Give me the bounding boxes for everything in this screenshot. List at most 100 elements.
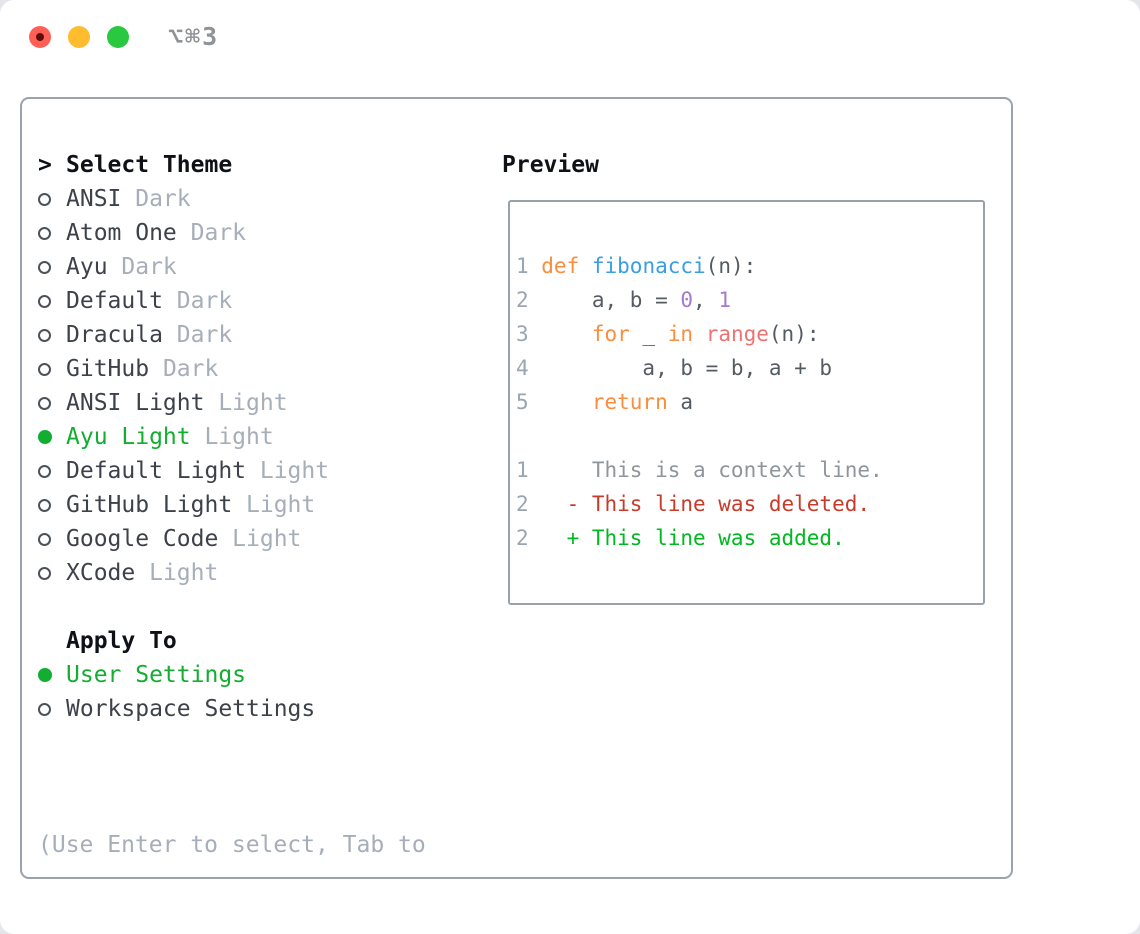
code-token: in: [667, 322, 694, 346]
line-number: 1: [516, 254, 529, 278]
code-token: [579, 254, 592, 278]
radio-icon: [38, 532, 51, 546]
radio-icon: [38, 362, 51, 376]
theme-option-ayu-light[interactable]: Ayu Light Light: [38, 420, 488, 454]
line-number: 4: [516, 356, 529, 380]
code-line: [516, 419, 977, 453]
preview-title: Preview: [502, 152, 599, 178]
option-variant-label: Light: [204, 424, 274, 450]
minimize-button[interactable]: [68, 26, 90, 48]
theme-option-ansi-light[interactable]: ANSI Light Light: [38, 386, 488, 420]
theme-option-github-light[interactable]: GitHub Light Light: [38, 488, 488, 522]
theme-option-default-light[interactable]: Default Light Light: [38, 454, 488, 488]
code-token: a, b =: [541, 288, 681, 312]
radio-icon: [38, 464, 51, 478]
option-variant-label: Dark: [176, 322, 233, 348]
line-number: 5: [516, 390, 529, 414]
theme-option-xcode[interactable]: XCode Light: [38, 556, 488, 590]
radio-icon: [38, 566, 51, 580]
code-token: 1: [718, 288, 731, 312]
option-variant-label: Light: [246, 492, 316, 518]
option-variant-label: Dark: [121, 254, 177, 280]
prompt-cursor-icon: >: [38, 152, 52, 178]
option-variant-label: Dark: [162, 356, 219, 382]
code-token: for: [591, 322, 630, 346]
option-variant-label: Light: [259, 458, 330, 484]
code-token: - This line was deleted.: [541, 492, 871, 516]
radio-icon: [38, 192, 51, 206]
code-token: fibonacci: [591, 254, 706, 278]
close-dot-icon: [36, 33, 44, 41]
hint-text: (Use Enter to select, Tab to change focu…: [38, 760, 488, 934]
line-number: 2: [516, 526, 529, 550]
option-label: ANSI Light: [66, 390, 205, 416]
code-token: + This line was added.: [541, 526, 845, 550]
code-token: _: [629, 322, 668, 346]
line-number: 1: [516, 458, 529, 482]
apply-to-header-row: Apply To: [38, 624, 488, 658]
apply-option-user-settings[interactable]: User Settings: [38, 658, 488, 692]
hint-line-1: (Use Enter to select, Tab to: [38, 832, 426, 858]
option-label: GitHub: [66, 356, 150, 382]
close-button[interactable]: [29, 26, 51, 48]
code-line: 4 a, b = b, a + b: [516, 351, 977, 385]
line-number: 2: [516, 492, 529, 516]
select-theme-header-row: > Select Theme: [38, 148, 488, 182]
theme-option-ansi[interactable]: ANSI Dark: [38, 182, 488, 216]
option-label: Default Light: [66, 458, 247, 484]
spacer: [38, 726, 488, 760]
option-variant-label: Dark: [135, 186, 191, 212]
option-variant-label: Light: [232, 526, 302, 552]
code-token: def: [541, 254, 580, 278]
option-label: Workspace Settings: [66, 696, 316, 722]
radio-icon: [38, 260, 51, 274]
code-token: ,: [693, 288, 719, 312]
option-variant-label: Light: [218, 390, 288, 416]
radio-icon: [38, 294, 51, 308]
hint-line-2: change focus): [38, 930, 488, 934]
apply-option-workspace-settings[interactable]: Workspace Settings: [38, 692, 488, 726]
option-label: Dracula: [66, 322, 163, 348]
theme-option-github[interactable]: GitHub Dark: [38, 352, 488, 386]
spacer: [38, 590, 488, 624]
option-label: User Settings: [66, 662, 247, 688]
code-token: [541, 322, 592, 346]
radio-icon: [38, 702, 51, 716]
option-label: ANSI: [66, 186, 122, 212]
code-token: 0: [680, 288, 694, 312]
radio-icon: [38, 396, 51, 410]
option-variant-label: Dark: [176, 288, 233, 314]
option-variant-label: Light: [149, 560, 219, 586]
radio-selected-icon: [38, 668, 52, 682]
option-label: Ayu Light: [66, 424, 191, 450]
option-label: GitHub Light: [66, 492, 233, 518]
code-token: (n):: [768, 322, 820, 346]
option-label: XCode: [66, 560, 136, 586]
radio-icon: [38, 328, 51, 342]
option-variant-label: Dark: [190, 220, 247, 246]
code-token: return: [591, 390, 668, 414]
radio-icon: [38, 226, 51, 240]
theme-option-dracula[interactable]: Dracula Dark: [38, 318, 488, 352]
select-theme-title: Select Theme: [66, 152, 233, 178]
code-line: 1 This is a context line.: [516, 453, 977, 487]
code-token: [693, 322, 706, 346]
line-number: 2: [516, 288, 529, 312]
maximize-button[interactable]: [107, 26, 129, 48]
code-token: range: [705, 322, 769, 346]
code-line: 2 a, b = 0, 1: [516, 283, 977, 317]
code-token: a, b = b, a + b: [541, 356, 833, 380]
code-line: 2 + This line was added.: [516, 521, 977, 555]
code-token: [541, 390, 592, 414]
window-title: ⌥⌘3: [168, 22, 220, 51]
